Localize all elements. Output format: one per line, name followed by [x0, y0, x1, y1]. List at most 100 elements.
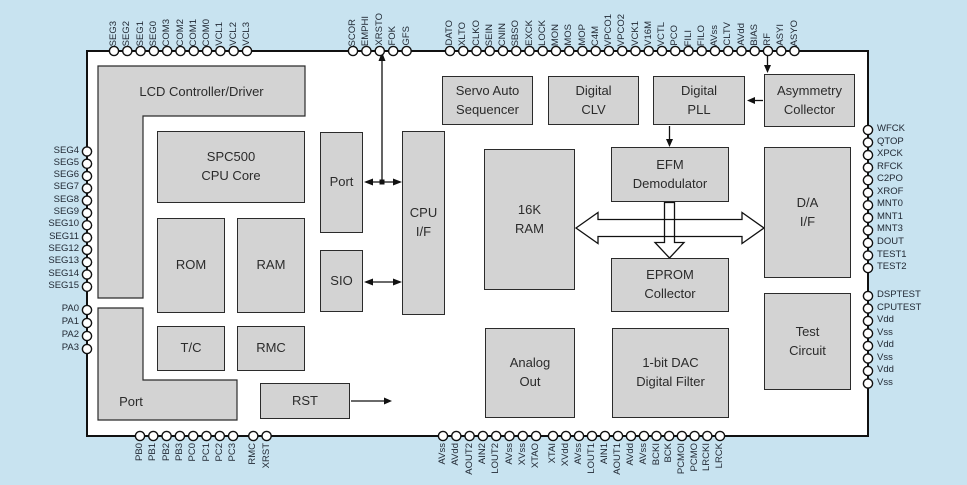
- pin-label-PB0: PB0: [134, 443, 145, 461]
- pin-label-SEG1: SEG1: [134, 20, 146, 46]
- pin-RFCK: [862, 162, 874, 173]
- pin-label-MNT1: MNT1: [877, 210, 903, 222]
- block-dac-line2: Digital Filter: [636, 374, 705, 389]
- pin-LOCK: [537, 45, 549, 57]
- pin-label-VCL3: VCL3: [241, 22, 252, 46]
- pin-label-DATO: DATO: [444, 20, 455, 46]
- pin-PCMO: [689, 430, 700, 442]
- pin-SEG6: [81, 170, 93, 182]
- pin-label-LOUT2: LOUT2: [490, 443, 502, 474]
- block-servo-line1: Servo Auto: [455, 82, 520, 98]
- pin-PCMOI: [676, 430, 688, 442]
- pin-C2PO: [862, 174, 874, 186]
- pin-RF: [762, 45, 774, 57]
- pin-label-LOCK: LOCK: [536, 20, 548, 46]
- pin-PA1: [81, 317, 93, 329]
- pin-label-BCK: BCK: [663, 443, 675, 463]
- block-tc-line1: T/C: [180, 340, 202, 356]
- pin-V16M: [643, 45, 655, 57]
- pin-label-ASYO: ASYO: [788, 19, 800, 46]
- pin-label-AVss: AVss: [573, 443, 584, 465]
- pin-label-AVdd: AVdd: [450, 443, 462, 466]
- pin-label-ASYI: ASYI: [775, 24, 787, 46]
- pin-VCTL: [656, 45, 668, 57]
- pin-CLTV: [722, 45, 734, 57]
- block-rom: ROM: [157, 218, 225, 313]
- pin-VPCO2: [616, 45, 628, 57]
- pin-label-AVdd: AVdd: [735, 23, 747, 46]
- pin-DATO: [444, 45, 456, 57]
- pin-MNT3: [862, 225, 874, 236]
- pin-XRST: [261, 430, 272, 442]
- pin-VCL3: [241, 45, 253, 57]
- block-rst-line1: RST: [292, 392, 318, 408]
- pin-label-XVdd: XVdd: [560, 443, 571, 467]
- pin-ASYO: [789, 45, 800, 57]
- pin-label-MOP: MOP: [576, 24, 588, 46]
- pin-label-Vdd: Vdd: [877, 339, 894, 350]
- block-analog-out-line1: Analog: [509, 355, 551, 371]
- pin-SEG11: [81, 232, 93, 243]
- pin-SEG5: [81, 158, 93, 170]
- block-cpu-if-line2: I/F: [415, 224, 432, 239]
- block-spc500: SPC500 CPU Core: [157, 131, 305, 203]
- block-efm-line1: EFM: [656, 156, 684, 172]
- pin-VPCO1: [603, 45, 615, 57]
- pin-DSPTEST: [862, 290, 874, 302]
- block-efm: EFM Demodulator: [611, 147, 729, 202]
- arrowhead-into-port: [364, 178, 373, 186]
- pin-circles: [81, 45, 874, 442]
- pin-label-SCOR: SCOR: [347, 18, 358, 46]
- block-da-if-line1: D/A: [796, 194, 819, 210]
- pin-label-XLTO: XLTO: [457, 22, 469, 46]
- pin-label-VCK1: VCK1: [629, 21, 641, 46]
- pin-label-RF: RF: [762, 33, 773, 46]
- pin-PA2: [81, 330, 93, 342]
- pin-label-C4M: C4M: [589, 25, 601, 46]
- pin-label-AVss: AVss: [503, 443, 515, 465]
- pin-label-AOUT1: AOUT1: [612, 443, 623, 475]
- pin-label-AIN2: AIN2: [476, 443, 488, 465]
- pin-LRCKI: [702, 430, 713, 442]
- pin-AOUT1: [612, 430, 624, 442]
- pin-label-SEG12: SEG12: [48, 242, 79, 254]
- pin-LRCK: [714, 430, 726, 442]
- pin-SEIN: [484, 45, 496, 57]
- pin-label-XPCK: XPCK: [877, 148, 903, 160]
- pin-label-EMPHI: EMPHI: [360, 15, 372, 46]
- block-eprom: EPROM Collector: [611, 258, 729, 312]
- block-rmc: RMC: [237, 326, 305, 371]
- pin-Vdd: [862, 315, 874, 327]
- pin-label-PA0: PA0: [61, 303, 79, 314]
- pin-label-XTAO: XTAO: [530, 443, 542, 469]
- pin-SEG12: [81, 244, 93, 256]
- pin-label-PCO: PCO: [669, 25, 681, 46]
- block-port-mid-line1: Port: [329, 174, 354, 190]
- pin-XLTO: [457, 45, 469, 57]
- arrowhead-into-efm: [666, 139, 673, 147]
- pin-SBSO: [510, 45, 522, 57]
- arrowhead-into-sio: [364, 278, 373, 286]
- pin-VCK1: [630, 45, 641, 57]
- block-port-left-label: Port: [119, 393, 143, 409]
- pin-PB2: [161, 430, 172, 442]
- pin-label-SEG7: SEG7: [53, 181, 79, 193]
- block-ram: RAM: [237, 218, 305, 313]
- pin-SEG10: [81, 219, 93, 231]
- pin-label-COM1: COM1: [187, 18, 199, 46]
- pin-AVss: [504, 430, 515, 442]
- pin-label-PC0: PC0: [187, 443, 199, 462]
- pin-label-MON: MON: [550, 23, 561, 46]
- block-da-if: D/A I/F: [764, 147, 851, 278]
- junction-dot: [379, 179, 385, 185]
- pin-PC1: [201, 430, 212, 442]
- pin-MOS: [563, 45, 575, 57]
- pin-LOUT2: [490, 430, 502, 442]
- pin-ASYI: [775, 45, 787, 57]
- block-port-left-shape: [97, 307, 238, 421]
- block-digital-clv: Digital CLV: [548, 76, 639, 125]
- pin-label-AVss: AVss: [437, 443, 448, 465]
- pin-label-Vdd: Vdd: [877, 364, 894, 375]
- pin-label-MOS: MOS: [563, 24, 575, 46]
- pin-PB0: [134, 430, 146, 442]
